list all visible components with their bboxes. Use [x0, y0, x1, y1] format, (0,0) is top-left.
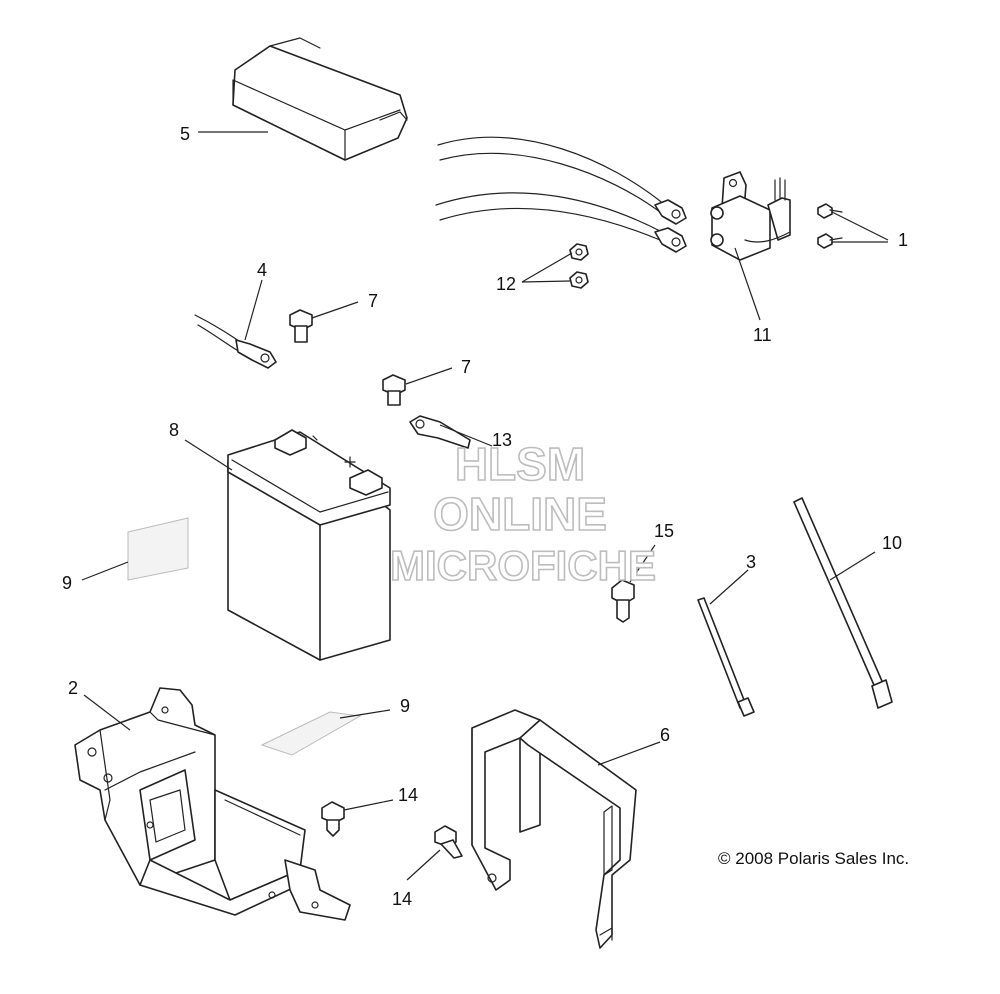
part-13-terminal: [409, 415, 471, 449]
callout-9b: 9: [400, 696, 410, 716]
callout-14b: 14: [392, 889, 412, 909]
callout-12: 12: [496, 274, 516, 294]
part-12-nuts: [569, 243, 589, 289]
callout-14a: 14: [398, 785, 418, 805]
part-9-decals: [127, 517, 362, 756]
callout-7a: 7: [368, 291, 378, 311]
part-8-battery: [227, 429, 391, 661]
callout-7b: 7: [461, 357, 471, 377]
callout-13: 13: [492, 430, 512, 450]
leader-lines: [81, 131, 889, 881]
part-11-solenoid: [710, 171, 791, 261]
callout-8: 8: [169, 420, 179, 440]
part-2-battery-tray: [74, 687, 351, 921]
battery-cables: [435, 136, 687, 253]
callout-9a: 9: [62, 573, 72, 593]
callout-11: 11: [753, 325, 772, 345]
part-15-push-pin: [611, 579, 635, 623]
watermark: HLSM ONLINE MICROFICHE: [389, 437, 657, 590]
callout-4: 4: [257, 260, 267, 280]
part-3-cable-tie: [697, 597, 755, 717]
callout-5: 5: [180, 124, 190, 144]
callout-3: 3: [746, 552, 756, 572]
part-10-cable-tie: [793, 497, 893, 709]
watermark-line-2: ONLINE: [433, 488, 607, 540]
part-5-battery-pad: [232, 37, 408, 161]
part-1-screws: [817, 203, 843, 249]
watermark-line-3: MICROFICHE: [390, 542, 656, 589]
callout-2: 2: [68, 678, 78, 698]
part-7-bolts: [289, 309, 406, 406]
part-6-hold-down-bracket: [471, 709, 637, 949]
part-14-bolts: [321, 801, 463, 859]
callout-15: 15: [654, 521, 674, 541]
watermark-line-1: HLSM: [455, 438, 585, 490]
part-4-ground-cable: [194, 314, 277, 369]
callout-10: 10: [882, 533, 902, 553]
callout-6: 6: [660, 725, 670, 745]
callout-labels: 1 2 3 4 5 6 7 7 8 9 9 10 11 12 13 14 14 …: [62, 124, 908, 909]
copyright-notice: © 2008 Polaris Sales Inc.: [718, 849, 909, 868]
callout-1: 1: [898, 230, 908, 250]
